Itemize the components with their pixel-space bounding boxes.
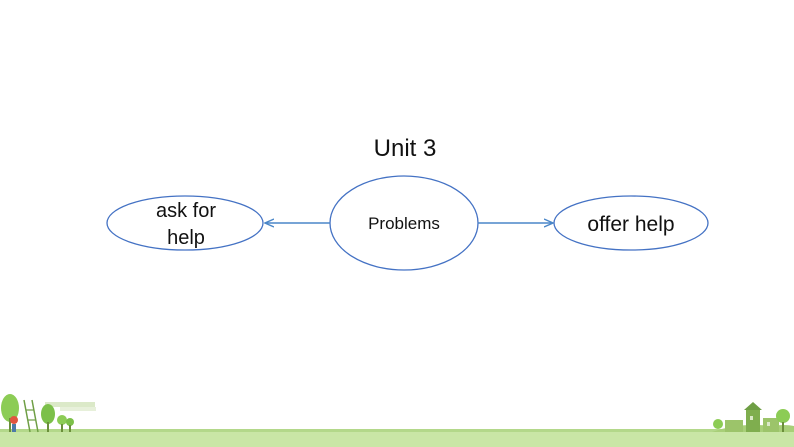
center-node-label: Problems: [368, 214, 440, 233]
right-node-shape: [553, 195, 709, 251]
center-node: Problems: [329, 175, 479, 271]
grass-strip: [0, 431, 794, 447]
diagram-title: Unit 3: [374, 135, 437, 162]
right-node: offer help: [553, 195, 709, 251]
left-node-shape: [106, 195, 264, 251]
footer-decoration: [0, 394, 794, 447]
park-scene-icon: [1, 394, 96, 433]
right-node-label: offer help: [587, 213, 674, 236]
left-node: ask for help: [106, 195, 264, 251]
left-node-label-line2: help: [167, 227, 205, 249]
left-node-label-line1: ask for: [156, 200, 216, 222]
village-scene-icon: [712, 402, 794, 432]
